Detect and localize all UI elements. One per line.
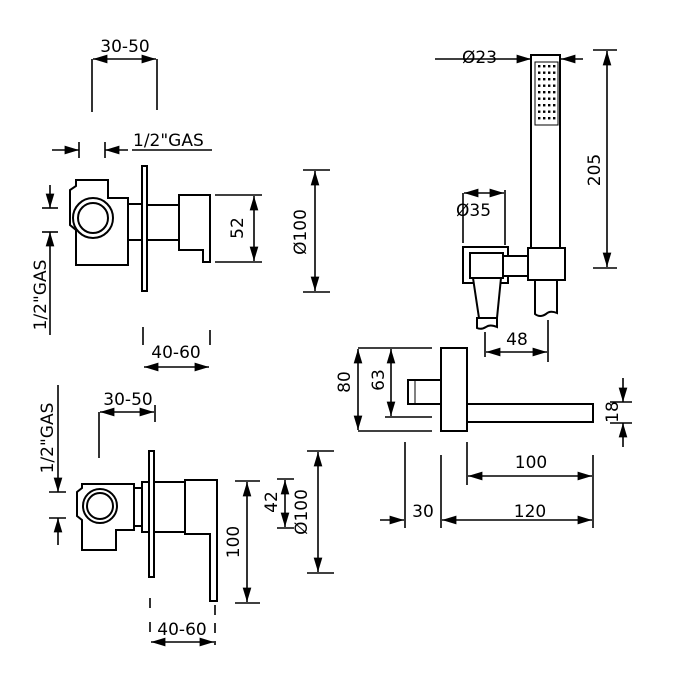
valve-handle	[178, 194, 211, 263]
nozzle-dot	[553, 78, 556, 81]
hose-connector	[469, 252, 504, 279]
nozzle-dot	[538, 91, 541, 94]
plate-height-label: 80	[335, 371, 355, 393]
length-label: 205	[585, 154, 605, 186]
nozzle-dot	[543, 78, 546, 81]
wall-depth-label: 30	[412, 502, 434, 522]
nozzle-dot	[548, 91, 551, 94]
nozzle-dot	[548, 104, 551, 107]
top-depth-range-label: 40-60	[151, 343, 200, 363]
nozzle-dot	[553, 71, 556, 74]
top-plate-diameter-label: Ø100	[291, 209, 311, 255]
nozzle-dot	[553, 84, 556, 87]
nozzle-dot	[548, 78, 551, 81]
valve-inlet-inner	[77, 202, 109, 234]
hand-shower: Ø23 205 Ø35 48	[435, 48, 617, 362]
bottom-plate-diameter-label: Ø100	[292, 489, 312, 535]
nozzle-dot	[553, 97, 556, 100]
holder-arm	[502, 255, 531, 277]
nozzle-dot	[538, 71, 541, 74]
nozzle-dot	[538, 117, 541, 120]
bottom-width-range-label: 30-50	[103, 390, 152, 410]
spray-face	[534, 61, 559, 126]
nozzle-dot	[543, 84, 546, 87]
nozzle-dot	[548, 84, 551, 87]
bottom-thread-vertical-label: 1/2"GAS	[38, 403, 58, 474]
nozzle-dot	[548, 71, 551, 74]
valve-nut	[133, 487, 143, 527]
spacing-label: 48	[506, 330, 528, 350]
nozzle-dot	[553, 110, 556, 113]
shower-holder	[527, 247, 566, 281]
nozzle-dot	[548, 65, 551, 68]
valve-nut	[127, 203, 143, 241]
head-diameter-label: Ø23	[462, 48, 497, 68]
holder-diameter-label: Ø35	[456, 201, 491, 221]
nozzle-dot	[538, 84, 541, 87]
nozzle-dot	[543, 97, 546, 100]
nozzle-dot	[548, 110, 551, 113]
hose-cone	[471, 277, 503, 319]
nozzle-dot	[538, 97, 541, 100]
nozzle-dot	[543, 65, 546, 68]
valve-inlet-inner	[86, 492, 114, 520]
nozzle-dot	[553, 91, 556, 94]
spray-nozzles	[538, 65, 556, 120]
nozzle-dot	[543, 91, 546, 94]
spout-inlet	[407, 379, 442, 405]
inlet-height-label: 63	[369, 369, 389, 391]
nozzle-dot	[553, 65, 556, 68]
valve-stem	[146, 204, 180, 241]
bottom-handle-height-label: 100	[224, 526, 244, 558]
nozzle-dot	[548, 117, 551, 120]
nozzle-dot	[538, 104, 541, 107]
bottom-offset-label: 42	[262, 491, 282, 513]
hose-end	[476, 317, 498, 330]
top-thread-horizontal-label: 1/2"GAS	[133, 131, 204, 151]
nozzle-dot	[538, 65, 541, 68]
nozzle-dot	[543, 71, 546, 74]
nozzle-dot	[548, 97, 551, 100]
hose	[534, 279, 558, 317]
top-handle-height-label: 52	[228, 217, 248, 239]
top-valve: 30-50 1/2"GAS 52 Ø100 1/2"GAS 40-6	[31, 37, 330, 372]
spout-length-label: 100	[515, 453, 547, 473]
valve-handle	[184, 479, 218, 602]
nozzle-dot	[543, 117, 546, 120]
bottom-valve: 1/2"GAS 30-50 100 42 Ø100 40-60	[38, 385, 334, 647]
nozzle-dot	[553, 104, 556, 107]
spout-thickness-label: 18	[603, 401, 623, 423]
nozzle-dot	[538, 110, 541, 113]
nozzle-dot	[543, 104, 546, 107]
nozzle-dot	[543, 110, 546, 113]
top-width-range-label: 30-50	[100, 37, 149, 57]
wall-plate	[148, 450, 155, 578]
bottom-depth-range-label: 40-60	[157, 620, 206, 640]
nozzle-dot	[553, 117, 556, 120]
spout-plate	[440, 347, 468, 432]
top-thread-vertical-label: 1/2"GAS	[31, 260, 51, 331]
spout-body	[466, 403, 594, 423]
nozzle-dot	[538, 78, 541, 81]
spout: 80 63 18 100 30 120	[335, 347, 632, 528]
total-length-label: 120	[514, 502, 546, 522]
